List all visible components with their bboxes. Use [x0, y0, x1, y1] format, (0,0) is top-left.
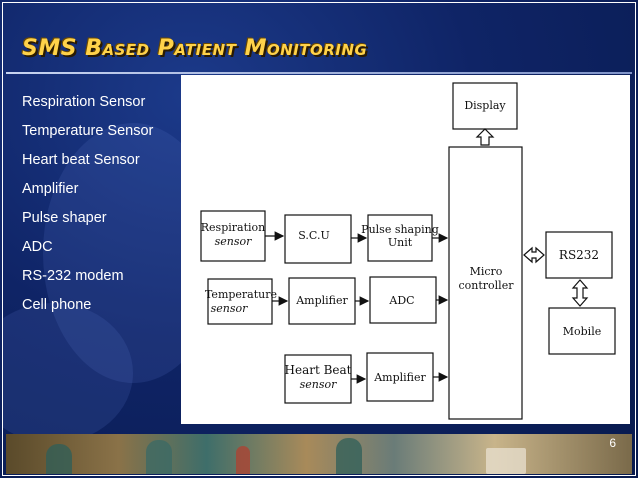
scu-block [284, 214, 352, 264]
list-item: Cell phone [22, 297, 92, 313]
list-item: Amplifier [22, 181, 79, 197]
footer-figure [336, 438, 362, 474]
list-item: Temperature Sensor [22, 123, 154, 139]
mobile-block [548, 307, 616, 355]
page-number: 6 [609, 436, 616, 450]
component-list: Respiration Sensor Temperature Sensor He… [22, 92, 153, 324]
list-item: RS-232 modem [22, 268, 124, 284]
scu-label: S.C.U [298, 229, 329, 242]
list-item: Heart beat Sensor [22, 152, 140, 168]
rs232-label: RS232 [559, 248, 599, 262]
microcontroller-block [448, 146, 523, 420]
footer-photo-strip [6, 434, 632, 474]
display-label: Display [464, 99, 506, 112]
background-texture [3, 303, 133, 443]
pulse-shaping-unit-label: Pulse shaping [361, 223, 439, 236]
temperature-sensor-label: sensor [211, 302, 249, 315]
footer-figure [486, 448, 526, 474]
double-arrow-icon [571, 279, 589, 307]
title-underline [6, 72, 632, 74]
list-item: ADC [22, 239, 53, 255]
block-diagram-panel: Display Respiration sensor S.C.U Pulse s… [181, 75, 630, 424]
amplifier-label: Amplifier [373, 371, 426, 384]
pulse-shaping-unit-label: Unit [388, 236, 413, 249]
respiration-sensor-label: Respiration [201, 221, 265, 234]
heart-beat-sensor-label: sensor [300, 378, 338, 391]
list-item: Respiration Sensor [22, 94, 146, 110]
rs232-block [545, 231, 613, 279]
footer-figure [46, 444, 72, 474]
slide-title: SMS Based Patient Monitoring [22, 36, 368, 61]
adc-label: ADC [388, 294, 414, 307]
heart-beat-sensor-label: Heart Beat [285, 363, 352, 377]
respiration-sensor-label: sensor [215, 235, 253, 248]
double-arrow-icon [523, 246, 545, 264]
amplifier-label: Amplifier [295, 294, 348, 307]
up-arrow-icon [475, 128, 495, 146]
mobile-label: Mobile [563, 325, 601, 338]
footer-figure [146, 440, 172, 474]
list-item: Pulse shaper [22, 210, 107, 226]
block-diagram: Display Respiration sensor S.C.U Pulse s… [200, 82, 616, 420]
temperature-sensor-label: Temperature [205, 288, 277, 301]
microcontroller-label: Micro [470, 265, 503, 278]
microcontroller-label: controller [459, 279, 515, 292]
footer-figure [236, 446, 250, 474]
